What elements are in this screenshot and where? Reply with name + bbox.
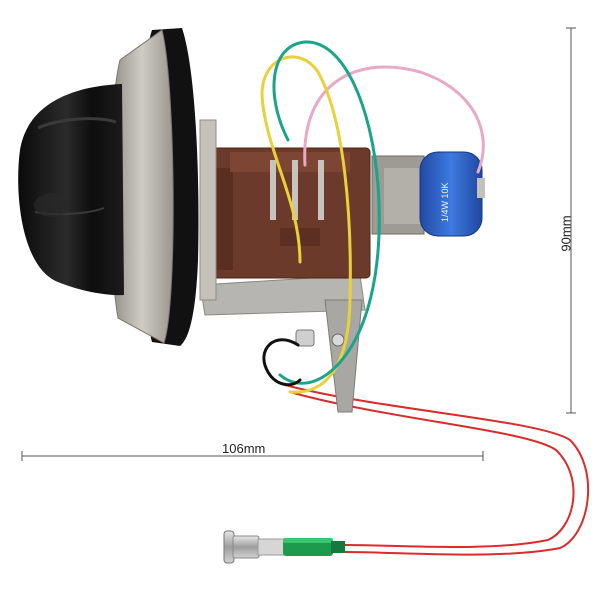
green-wire bbox=[272, 40, 381, 385]
yellow-wire bbox=[260, 55, 352, 394]
indicator-lamp bbox=[223, 530, 345, 564]
width-dimension-label: 106mm bbox=[222, 441, 266, 456]
rotary-switch-body bbox=[199, 119, 371, 301]
height-dimension-label: 90mm bbox=[558, 215, 574, 252]
knob-bezel bbox=[109, 28, 199, 346]
control-wires bbox=[260, 40, 485, 394]
pink-wire bbox=[303, 65, 485, 174]
black-wire bbox=[262, 338, 302, 387]
red-wires bbox=[284, 384, 590, 556]
mounting-bracket bbox=[199, 274, 366, 413]
potentiometer: 1/4W 10K bbox=[371, 151, 485, 237]
control-knob bbox=[18, 84, 124, 296]
potentiometer-label: 1/4W 10K bbox=[440, 182, 450, 222]
